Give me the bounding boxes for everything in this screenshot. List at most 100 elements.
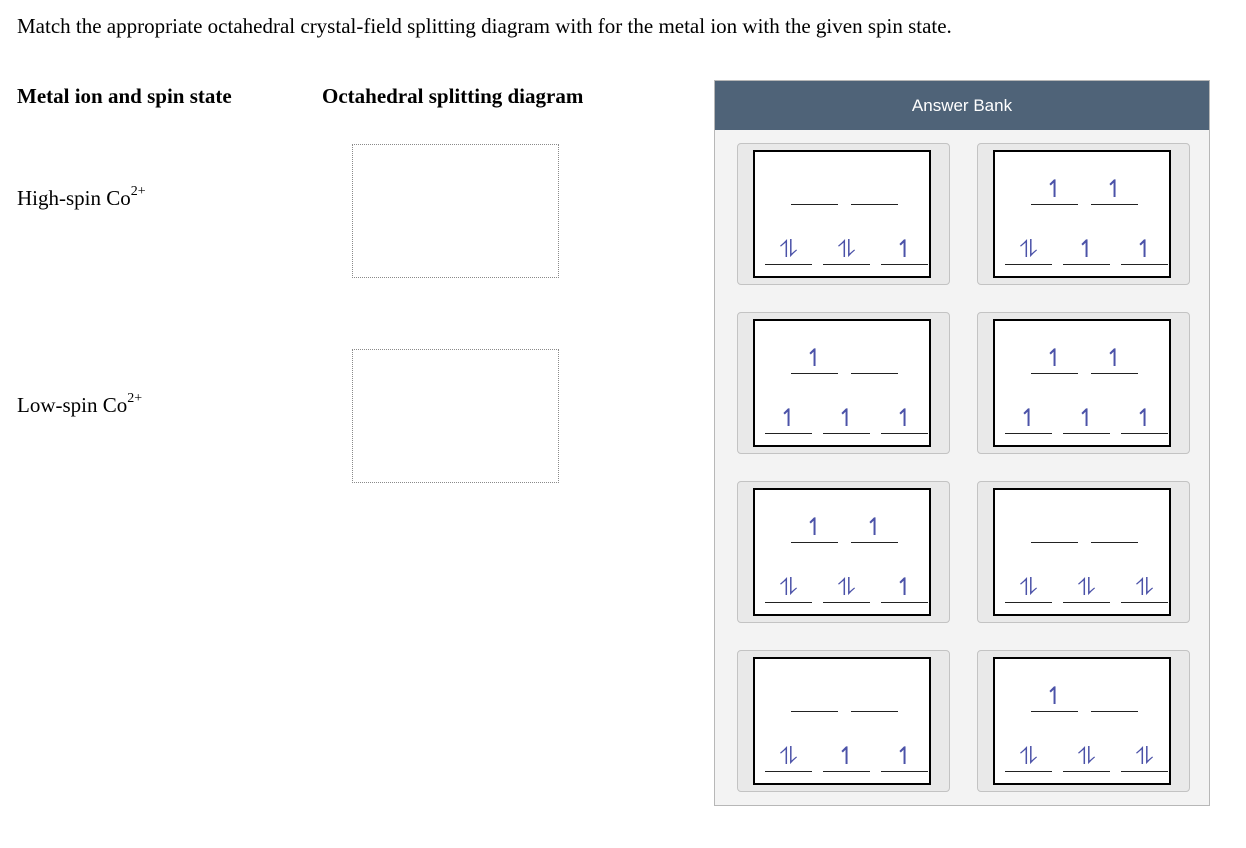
- t2g-level-line: [1063, 771, 1110, 772]
- t2g-level-line: [823, 602, 870, 603]
- answer-tile-7[interactable]: ⥮ ↿ ↿: [737, 650, 950, 792]
- t2g-electron-arrow: ↿: [894, 235, 915, 263]
- t2g-electron-arrow: ↿: [894, 404, 915, 432]
- t2g-electron-arrow: ⥮: [837, 235, 856, 263]
- row-label-text: Low-spin Co: [17, 393, 128, 417]
- splitting-diagram: ↿ ⥮ ⥮ ⥮: [993, 657, 1171, 785]
- eg-level-line: [791, 542, 838, 543]
- t2g-level-line: [881, 264, 928, 265]
- eg-electron-arrow: ↿: [1104, 344, 1125, 372]
- splitting-diagram: ⥮ ⥮ ↿: [753, 150, 931, 278]
- t2g-electron-arrow: ⥮: [779, 742, 798, 770]
- eg-level-line: [851, 542, 898, 543]
- t2g-level-line: [1121, 771, 1168, 772]
- t2g-level-line: [1063, 602, 1110, 603]
- t2g-electron-arrow: ↿: [894, 742, 915, 770]
- eg-level-line: [1031, 373, 1078, 374]
- t2g-level-line: [765, 264, 812, 265]
- t2g-electron-arrow: ⥮: [1077, 573, 1096, 601]
- splitting-diagram: ↿ ↿ ↿ ↿: [753, 319, 931, 447]
- eg-electron-arrow: ↿: [1044, 682, 1065, 710]
- drop-target-high-spin[interactable]: [352, 144, 559, 278]
- t2g-electron-arrow: ⥮: [837, 573, 856, 601]
- t2g-electron-arrow: ↿: [836, 404, 857, 432]
- t2g-level-line: [1005, 771, 1052, 772]
- splitting-diagram: ⥮ ⥮ ⥮: [993, 488, 1171, 616]
- eg-level-line: [1091, 711, 1138, 712]
- t2g-level-line: [1121, 264, 1168, 265]
- eg-electron-arrow: ↿: [804, 513, 825, 541]
- t2g-electron-arrow: ⥮: [1077, 742, 1096, 770]
- t2g-level-line: [765, 433, 812, 434]
- eg-level-line: [1031, 542, 1078, 543]
- t2g-level-line: [823, 264, 870, 265]
- charge-superscript: 2+: [130, 184, 146, 199]
- t2g-electron-arrow: ⥮: [779, 573, 798, 601]
- answer-tile-6[interactable]: ⥮ ⥮ ⥮: [977, 481, 1190, 623]
- t2g-level-line: [1005, 602, 1052, 603]
- t2g-level-line: [1063, 433, 1110, 434]
- column-header-diagram: Octahedral splitting diagram: [322, 84, 584, 108]
- eg-level-line: [1091, 542, 1138, 543]
- eg-level-line: [1091, 204, 1138, 205]
- t2g-level-line: [1005, 433, 1052, 434]
- t2g-level-line: [1005, 264, 1052, 265]
- question-text: Match the appropriate octahedral crystal…: [17, 14, 952, 38]
- row-label-low-spin: Low-spin Co2+: [17, 391, 143, 418]
- t2g-level-line: [881, 771, 928, 772]
- t2g-level-line: [881, 602, 928, 603]
- answer-bank: Answer Bank ⥮⥮↿↿↿⥮↿↿↿↿↿↿↿↿↿↿↿↿↿⥮⥮↿⥮⥮⥮⥮↿↿…: [714, 80, 1210, 806]
- eg-level-line: [791, 711, 838, 712]
- eg-level-line: [791, 204, 838, 205]
- splitting-diagram: ↿ ↿ ⥮ ⥮ ↿: [753, 488, 931, 616]
- answer-tile-3[interactable]: ↿ ↿ ↿ ↿: [737, 312, 950, 454]
- t2g-level-line: [1121, 433, 1168, 434]
- t2g-level-line: [765, 602, 812, 603]
- eg-level-line: [1031, 204, 1078, 205]
- t2g-level-line: [765, 771, 812, 772]
- eg-electron-arrow: ↿: [1044, 344, 1065, 372]
- answer-tile-2[interactable]: ↿ ↿ ⥮ ↿ ↿: [977, 143, 1190, 285]
- eg-electron-arrow: ↿: [804, 344, 825, 372]
- t2g-level-line: [823, 433, 870, 434]
- drop-target-low-spin[interactable]: [352, 349, 559, 483]
- eg-electron-arrow: ↿: [1044, 175, 1065, 203]
- eg-level-line: [851, 373, 898, 374]
- t2g-electron-arrow: ↿: [894, 573, 915, 601]
- t2g-electron-arrow: ↿: [1018, 404, 1039, 432]
- t2g-level-line: [881, 433, 928, 434]
- t2g-electron-arrow: ⥮: [1019, 742, 1038, 770]
- t2g-electron-arrow: ↿: [1076, 404, 1097, 432]
- answer-tile-4[interactable]: ↿ ↿ ↿ ↿ ↿: [977, 312, 1190, 454]
- splitting-diagram: ↿ ↿ ↿ ↿ ↿: [993, 319, 1171, 447]
- t2g-electron-arrow: ↿: [1134, 404, 1155, 432]
- t2g-electron-arrow: ↿: [1076, 235, 1097, 263]
- answer-tile-8[interactable]: ↿ ⥮ ⥮ ⥮: [977, 650, 1190, 792]
- charge-superscript: 2+: [127, 391, 143, 406]
- eg-level-line: [851, 204, 898, 205]
- eg-level-line: [791, 373, 838, 374]
- t2g-level-line: [823, 771, 870, 772]
- eg-electron-arrow: ↿: [864, 513, 885, 541]
- t2g-electron-arrow: ↿: [836, 742, 857, 770]
- answer-tile-5[interactable]: ↿ ↿ ⥮ ⥮ ↿: [737, 481, 950, 623]
- answer-tile-1[interactable]: ⥮ ⥮ ↿: [737, 143, 950, 285]
- eg-level-line: [851, 711, 898, 712]
- t2g-level-line: [1121, 602, 1168, 603]
- t2g-electron-arrow: ⥮: [1019, 573, 1038, 601]
- t2g-electron-arrow: ⥮: [1135, 742, 1154, 770]
- splitting-diagram: ⥮ ↿ ↿: [753, 657, 931, 785]
- eg-electron-arrow: ↿: [1104, 175, 1125, 203]
- answer-bank-header: Answer Bank: [715, 81, 1209, 130]
- row-label-text: High-spin Co: [17, 186, 131, 210]
- eg-level-line: [1031, 711, 1078, 712]
- t2g-electron-arrow: ⥮: [1135, 573, 1154, 601]
- t2g-electron-arrow: ⥮: [779, 235, 798, 263]
- row-label-high-spin: High-spin Co2+: [17, 184, 146, 211]
- splitting-diagram: ↿ ↿ ⥮ ↿ ↿: [993, 150, 1171, 278]
- t2g-electron-arrow: ⥮: [1019, 235, 1038, 263]
- t2g-electron-arrow: ↿: [778, 404, 799, 432]
- column-header-ion: Metal ion and spin state: [17, 84, 232, 108]
- eg-level-line: [1091, 373, 1138, 374]
- t2g-electron-arrow: ↿: [1134, 235, 1155, 263]
